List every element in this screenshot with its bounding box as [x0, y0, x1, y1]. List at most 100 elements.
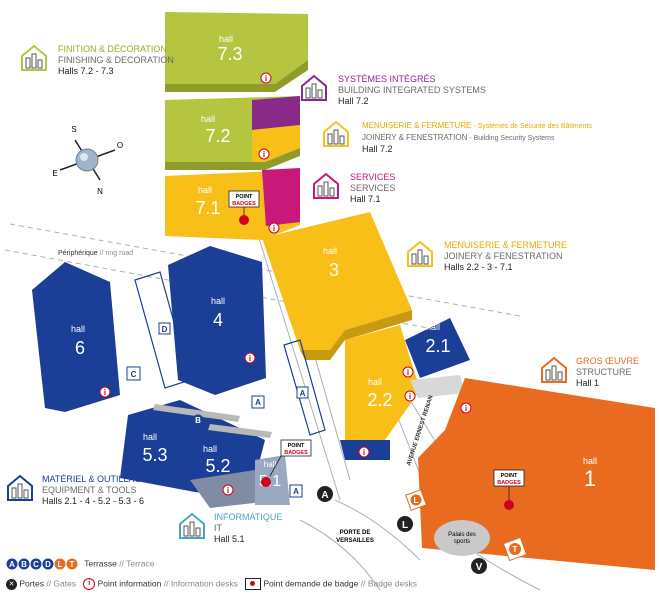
info-icon[interactable]: i: [460, 402, 472, 414]
svg-text:E: E: [52, 169, 57, 178]
svg-text:B: B: [21, 560, 27, 569]
svg-text:A: A: [255, 398, 261, 407]
info-icon[interactable]: i: [268, 222, 280, 234]
svg-text:D: D: [45, 560, 51, 569]
info-icon[interactable]: i: [222, 484, 234, 496]
svg-text:T: T: [513, 545, 518, 554]
svg-text:V: V: [476, 562, 483, 573]
hall-4-number: 4: [213, 310, 223, 330]
hall-2-2-number: 2.2: [367, 390, 392, 410]
svg-text:A: A: [300, 389, 306, 398]
hall-4[interactable]: hall 4: [168, 246, 266, 395]
info-icon[interactable]: i: [358, 446, 370, 458]
hall-6-word: hall: [71, 324, 85, 334]
hall-7-3-word: hall: [219, 34, 233, 44]
terrace-l[interactable]: L: [405, 489, 427, 511]
legend-it-en: IT: [214, 523, 222, 533]
strip: [208, 424, 272, 438]
terrace-a-1[interactable]: A: [296, 386, 309, 399]
info-icon[interactable]: i: [402, 366, 414, 378]
legend-services-fr: SERVICES: [350, 172, 396, 182]
gate-a[interactable]: A: [317, 486, 333, 502]
info-icon[interactable]: i: [244, 352, 256, 364]
badge-desk-1[interactable]: POINT BADGES: [493, 469, 525, 510]
hall-3-word: hall: [323, 246, 337, 256]
terrace-a-2[interactable]: A: [251, 395, 265, 409]
svg-text:i: i: [249, 354, 251, 363]
hall-2-1[interactable]: hall 2.1: [405, 318, 470, 378]
legend-integrated-halls: Hall 7.2: [338, 96, 369, 106]
hall-1[interactable]: hall 1: [418, 378, 655, 570]
legend-services: SERVICES SERVICES Hall 7.1: [312, 172, 395, 205]
gate-l[interactable]: L: [397, 516, 413, 532]
svg-text:BADGES: BADGES: [497, 480, 521, 486]
hall-2-2[interactable]: hall 2.2: [345, 325, 420, 440]
svg-text:sports: sports: [454, 539, 470, 545]
hall-7-1-number: 7.1: [195, 198, 220, 218]
terrace-t[interactable]: T: [502, 536, 528, 562]
svg-text:C: C: [131, 370, 137, 379]
terrace-c[interactable]: C: [126, 366, 141, 381]
legend-joinery-sec-fr2: - Systèmes de Sécurité des Bâtiments: [471, 123, 592, 130]
terrace-b[interactable]: B: [192, 414, 204, 426]
svg-text:POINT: POINT: [236, 194, 253, 200]
key-info-fr: Point information: [97, 578, 162, 589]
badge-desk-5-1[interactable]: POINT BADGES: [261, 439, 312, 487]
legend-equipment: MATÉRIEL & OUTILLAGE EQUIPMENT & TOOLS H…: [6, 474, 148, 507]
legend-integrated: SYSTÈMES INTÉGRÉS BUILDING INTEGRATED SY…: [300, 74, 486, 107]
building-icon: [7, 474, 33, 501]
hall-7-3[interactable]: hall 7.3: [165, 12, 308, 92]
terrace-a-3[interactable]: A: [289, 484, 303, 498]
hall-5-1[interactable]: hall 5.1: [255, 455, 290, 505]
svg-text:i: i: [465, 404, 467, 413]
info-markers: i i i i i i i i i i: [99, 72, 472, 496]
info-icon[interactable]: i: [258, 148, 270, 160]
building-icon: [301, 74, 327, 101]
legend-structure-en: STRUCTURE: [576, 367, 632, 377]
legend-services-en: SERVICES: [350, 183, 396, 193]
building-icon: [21, 44, 47, 71]
hall-6[interactable]: hall 6: [32, 262, 120, 412]
hall-7-2[interactable]: hall 7.2: [165, 96, 300, 170]
legend-joinery-sec-en: JOINERY & FENESTRATION: [362, 133, 468, 142]
legend-it-fr: INFORMATIQUE: [214, 512, 283, 522]
hall-2-1-number: 2.1: [425, 336, 450, 356]
porte-label-2: VERSAILLES: [336, 538, 374, 544]
svg-text:A: A: [321, 490, 328, 501]
svg-text:N: N: [97, 187, 103, 196]
legend-structure: GROS ŒUVRE STRUCTURE Hall 1: [540, 356, 639, 389]
terrace-a-outline: [283, 339, 326, 436]
info-icon[interactable]: i: [404, 390, 416, 402]
info-icon[interactable]: i: [99, 386, 111, 398]
svg-text:T: T: [70, 560, 75, 569]
gate-v[interactable]: V: [471, 558, 487, 574]
svg-text:S: S: [71, 125, 76, 134]
legend-equipment-en: EQUIPMENT & TOOLS: [42, 485, 137, 495]
terrace-d[interactable]: D: [158, 322, 171, 335]
svg-text:A: A: [9, 560, 15, 569]
svg-text:POINT: POINT: [501, 473, 518, 479]
hall-7-2-number: 7.2: [205, 126, 230, 146]
building-icon: [407, 240, 433, 267]
legend-joinery-halls: Halls 2.2 - 3 - 7.1: [444, 262, 513, 272]
svg-text:O: O: [117, 141, 123, 150]
legend-structure-halls: Hall 1: [576, 378, 600, 388]
legend-finishing-fr: FINITION & DÉCORATION: [58, 44, 167, 54]
hall-5-3-word: hall: [143, 432, 157, 442]
hall-7-3-number: 7.3: [217, 44, 242, 64]
legend-joinery-sec-fr: MENUISERIE & FERMETURE: [362, 121, 472, 130]
legend-joinery-sec-en2: - Building Security Systems: [467, 135, 555, 142]
key-row: ✕ Portes // Gates i Point information //…: [6, 578, 417, 590]
svg-text:i: i: [263, 150, 265, 159]
hall-2-1-word: hall: [426, 322, 440, 332]
legend-it: INFORMATIQUE IT Hall 5.1: [178, 512, 282, 545]
legend-finishing-en: FINISHING & DECORATION: [58, 55, 174, 65]
badge-desk-7-1[interactable]: POINT BADGES: [228, 190, 260, 225]
key-gates-en: // Gates: [46, 578, 77, 589]
hall-3[interactable]: hall 3: [262, 212, 412, 360]
key-info-en: // Information desks: [163, 578, 238, 589]
svg-text:L: L: [58, 560, 63, 569]
key-badge-en: // Badge desks: [360, 578, 417, 589]
hall-7-2-word: hall: [201, 114, 215, 124]
info-icon[interactable]: i: [260, 72, 272, 84]
